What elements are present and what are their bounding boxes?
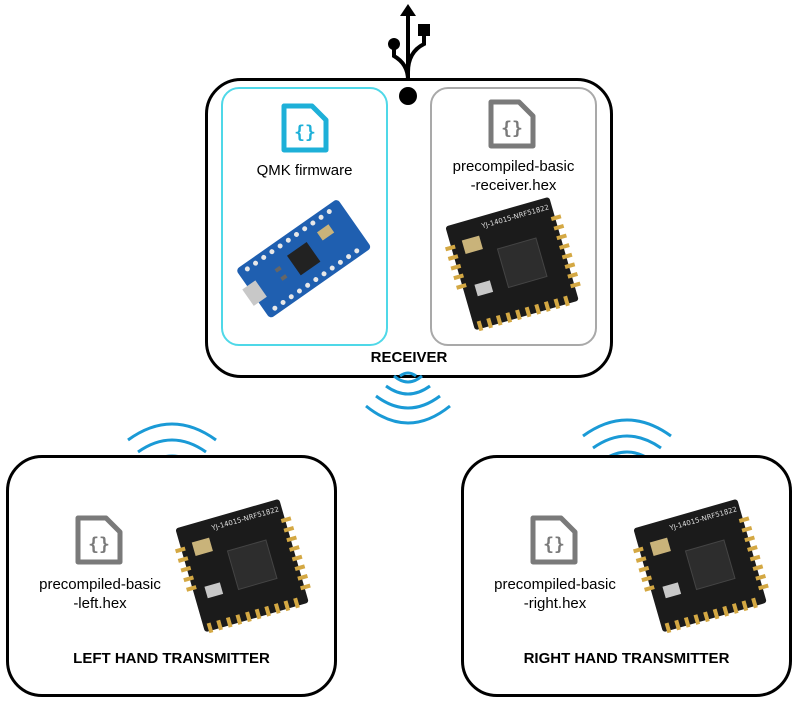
left-hex-label-line2: -left.hex [73,595,127,612]
svg-text:{}: {} [294,122,316,143]
receiver-hex-label-line2: -receiver.hex [470,177,557,194]
right-hex-label: precompiled-basic -right.hex [475,575,635,613]
left-transmitter-title: LEFT HAND TRANSMITTER [73,650,270,667]
nrf51822-module: YJ-14015-NRF51822 [633,499,769,634]
qmk-panel [221,87,388,346]
nrf51822-module: YJ-14015-NRF51822 [175,499,311,634]
code-file-icon: {} [281,103,329,153]
code-file-icon: {} [530,515,578,565]
right-transmitter-box [461,455,792,697]
svg-text:{}: {} [501,118,523,139]
receiver-hex-label-line1: precompiled-basic [452,158,575,175]
wireless-signal-icon [365,371,451,425]
code-file-icon: {} [488,99,536,149]
right-hex-label-line2: -right.hex [523,595,587,612]
code-file-icon: {} [75,515,123,565]
usb-port-dot [399,87,417,105]
svg-text:{}: {} [543,534,565,555]
receiver-title: RECEIVER [370,349,448,366]
pro-micro-board [237,200,371,318]
svg-text:{}: {} [88,534,110,555]
right-transmitter-title: RIGHT HAND TRANSMITTER [523,650,730,667]
receiver-hex-label: precompiled-basic -receiver.hex [430,157,597,195]
right-hex-label-line1: precompiled-basic [494,576,616,593]
left-hex-label: precompiled-basic -left.hex [20,575,180,613]
nrf51822-module: YJ-14015-NRF51822 [445,197,581,332]
qmk-firmware-label: QMK firmware [256,162,353,179]
left-hex-label-line1: precompiled-basic [39,576,161,593]
